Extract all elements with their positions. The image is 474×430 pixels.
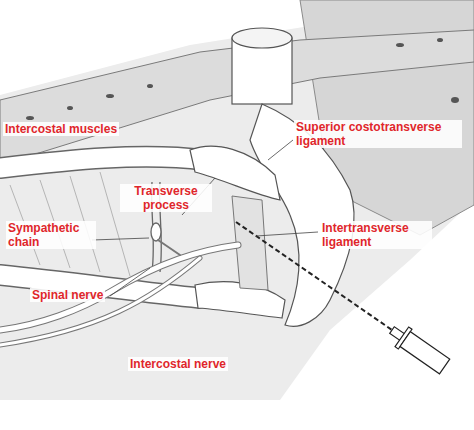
tissue-spot [396, 43, 404, 47]
part-label: Intercostal muscles [3, 122, 119, 136]
part-label: Spinal nerve [30, 288, 105, 302]
syringe [385, 320, 451, 376]
transverse-processes [190, 146, 285, 318]
tissue-spot [106, 94, 114, 98]
vertebral-body-top [232, 28, 292, 48]
tissue-spot [451, 97, 459, 103]
tissue-spot [67, 106, 73, 110]
section-slab [0, 30, 474, 165]
part-label: Superior costotransverse ligament [294, 120, 462, 148]
back-panel [0, 0, 474, 400]
part-label: Sympathetic chain [6, 221, 96, 249]
tissue-spot [26, 116, 34, 120]
leader-line [110, 268, 150, 296]
nerve-outline [0, 258, 200, 345]
rib-outline [0, 157, 205, 168]
tissue-spot [147, 84, 153, 88]
rib [0, 157, 205, 168]
ganglion [151, 223, 161, 241]
part-label: Intertransverse ligament [320, 221, 432, 249]
tissue-spot [437, 38, 443, 42]
leader-line [256, 232, 318, 236]
leader-line [92, 238, 149, 240]
nerves [0, 240, 238, 345]
part-label: Intercostal nerve [128, 357, 228, 371]
slab-spots [26, 38, 459, 120]
leader-line [268, 140, 293, 160]
leader-lines [92, 140, 318, 296]
intercostal-nerve [0, 258, 200, 345]
syringe-barrel [400, 332, 450, 374]
part-label: Transverse process [120, 184, 212, 212]
ramus [158, 240, 180, 255]
